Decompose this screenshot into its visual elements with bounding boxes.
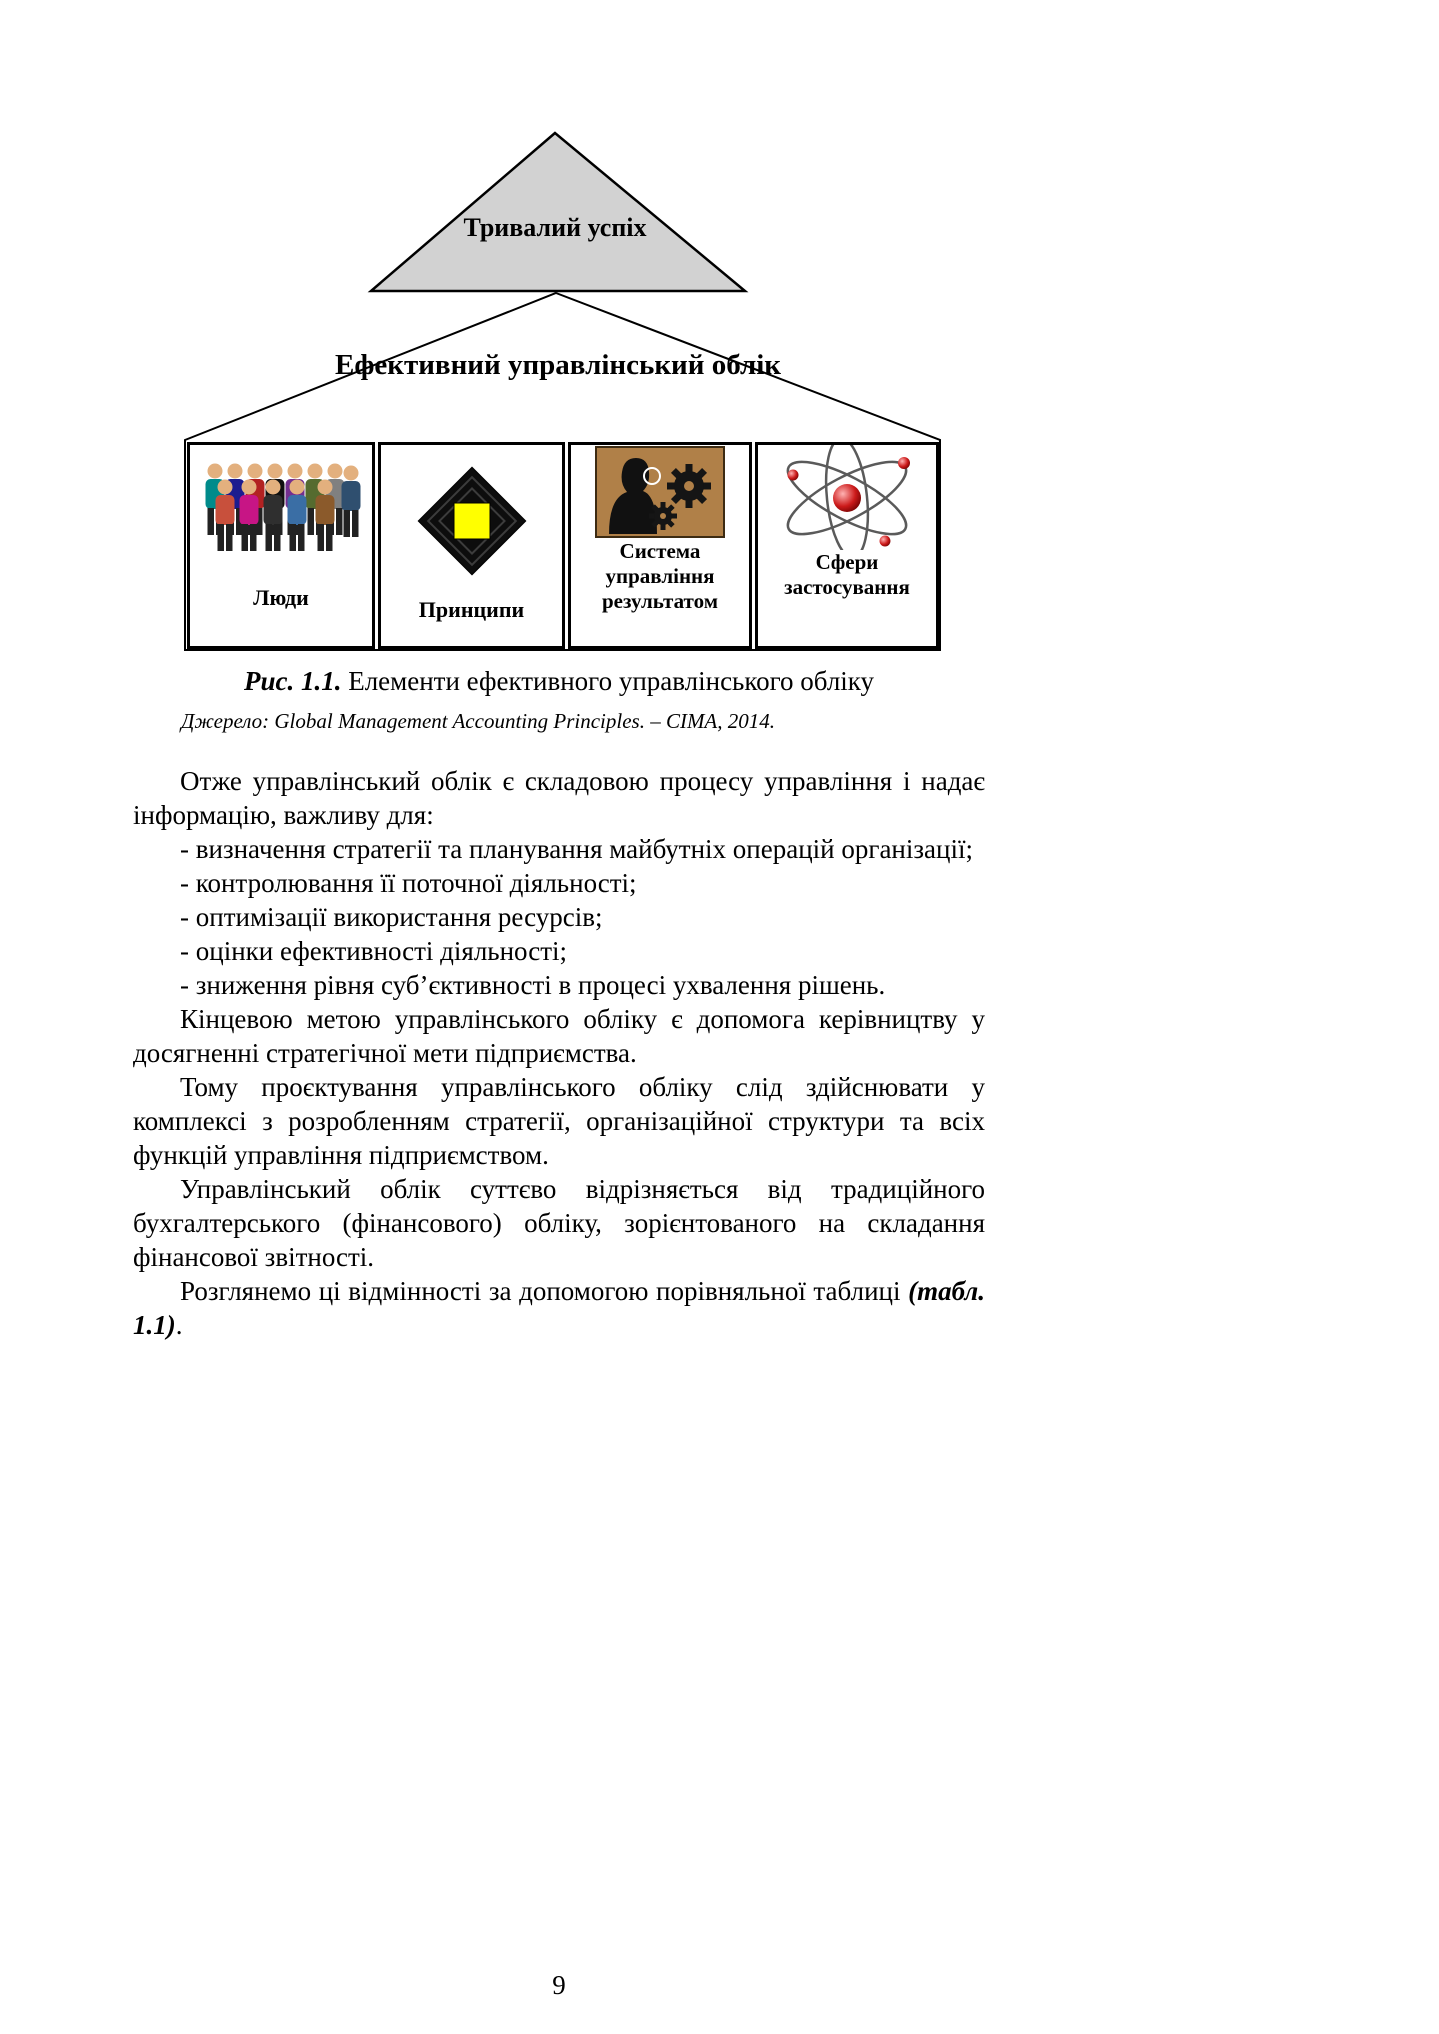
- diamond-svg: [417, 466, 526, 576]
- roof-label: Тривалий успіх: [463, 213, 647, 242]
- box-principles-label: Принципи: [418, 597, 525, 622]
- box-people: Люди: [187, 442, 375, 649]
- house-title: Ефективний управлінський облік: [334, 349, 782, 381]
- figure-caption: Рис. 1.1. Елементи ефективного управлінс…: [133, 666, 985, 697]
- body-text: Отже управлінський облік є складовою про…: [133, 764, 985, 1342]
- diamond-principles-icon: [381, 445, 562, 597]
- roof-triangle: [367, 131, 749, 293]
- list-item-control: - контролювання її поточної діяльності;: [180, 868, 637, 898]
- list-item-optimization: - оптимізації використання ресурсів;: [180, 902, 603, 932]
- page-number: 9: [552, 1970, 566, 2000]
- paragraph-intro: Отже управлінський облік є складовою про…: [133, 766, 985, 830]
- table-ref-tail: .: [175, 1310, 183, 1340]
- figure-title: Елементи ефективного управлінського облі…: [341, 666, 875, 696]
- figure-number: Рис. 1.1.: [243, 666, 342, 696]
- paragraph-design: Тому проєктування управлінського обліку …: [133, 1072, 985, 1170]
- box-application-areas: Сфери застосування: [755, 442, 939, 649]
- table-reference: (табл. 1.1): [133, 1276, 985, 1340]
- people-clipart-icon: [190, 445, 372, 585]
- box-people-label: Люди: [253, 585, 309, 610]
- table-ref-text: Розглянемо ці відмінності за допомогою п…: [180, 1276, 909, 1306]
- list-item-subjectivity: - зниження рівня суб’єктивності в процес…: [180, 970, 886, 1000]
- atom-svg: [786, 445, 910, 550]
- paragraph-table-ref: Розглянемо ці відмінності за допомогою п…: [133, 1274, 985, 1342]
- figure-1-1-diagram: Тривалий успіх Ефективний управлінський …: [0, 0, 1439, 690]
- atom-icon: [758, 445, 936, 550]
- figure-source: Джерело: Global Management Accounting Pr…: [181, 709, 776, 733]
- box-principles: Принципи: [378, 442, 565, 649]
- box-performance-system-label: Система управління результатом: [601, 539, 719, 613]
- paragraph-difference: Управлінський облік суттєво відрізняєтьс…: [133, 1174, 985, 1272]
- list-item-efficiency: - оцінки ефективності діяльності;: [180, 936, 568, 966]
- paragraph-goal: Кінцевою метою управлінського обліку є д…: [133, 1004, 985, 1068]
- person-gears-svg: [595, 446, 725, 538]
- list-item-strategy: - визначення стратегії та планування май…: [180, 834, 973, 864]
- box-application-areas-label: Сфери застосування: [784, 550, 910, 599]
- person-gears-icon: [571, 445, 749, 539]
- box-performance-system: Система управління результатом: [568, 442, 752, 649]
- people-figures-svg: [205, 463, 360, 551]
